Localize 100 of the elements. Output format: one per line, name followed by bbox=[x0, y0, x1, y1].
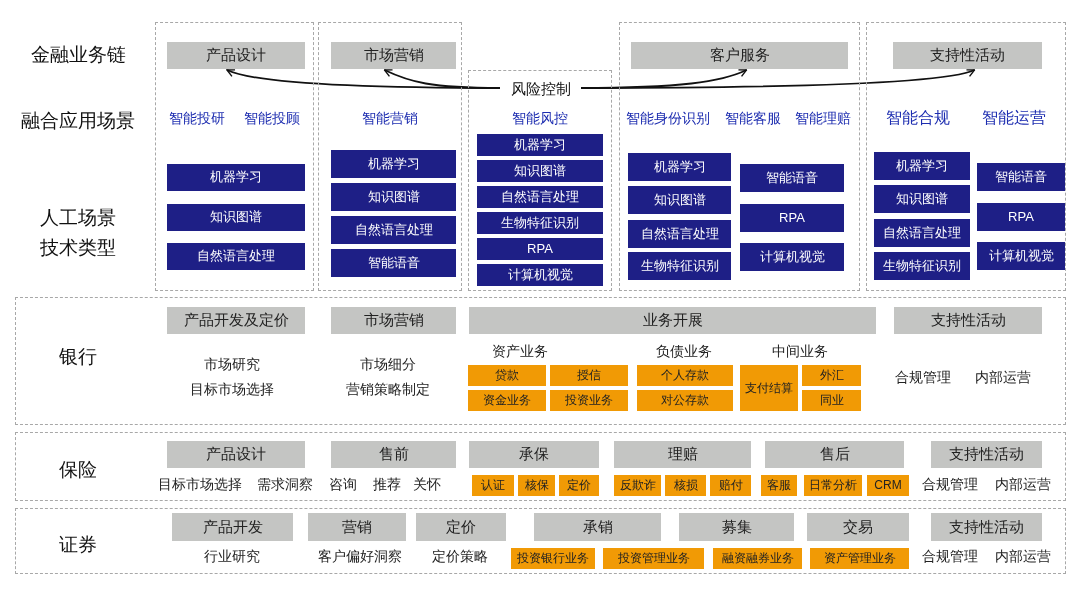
stage-box: 客户服务 bbox=[631, 42, 848, 69]
scenario-label: 智能身份识别 bbox=[626, 108, 710, 128]
item-label: 合规管理 bbox=[922, 546, 978, 566]
business-box: CRM bbox=[867, 475, 909, 496]
business-box: 贷款 bbox=[468, 365, 546, 386]
business-box: 资产管理业务 bbox=[810, 548, 909, 569]
technology-box: 机器学习 bbox=[331, 150, 456, 178]
technology-box: 智能语音 bbox=[977, 163, 1065, 191]
dashed-panel bbox=[15, 432, 1066, 501]
stage-box: 承保 bbox=[469, 441, 599, 468]
stage-box: 售前 bbox=[331, 441, 456, 468]
dashed-panel bbox=[619, 22, 860, 291]
dashed-panel bbox=[15, 508, 1066, 574]
item-label: 合规管理 bbox=[922, 474, 978, 494]
item-label: 内部运营 bbox=[995, 474, 1051, 494]
technology-box: 知识图谱 bbox=[167, 204, 305, 231]
item-label: 目标市场选择 bbox=[158, 474, 242, 494]
stage-box: 募集 bbox=[679, 513, 794, 541]
stage-box: 产品开发及定价 bbox=[167, 307, 305, 334]
dashed-panel bbox=[318, 22, 462, 291]
business-box: 投资银行业务 bbox=[511, 548, 595, 569]
stage-box: 支持性活动 bbox=[931, 513, 1042, 541]
business-box: 外汇 bbox=[802, 365, 861, 386]
business-box: 个人存款 bbox=[637, 365, 733, 386]
item-label: 资产业务 bbox=[492, 341, 548, 361]
scenario-label: 智能合规 bbox=[886, 108, 950, 129]
stage-box: 业务开展 bbox=[469, 307, 876, 334]
technology-box: 智能语音 bbox=[740, 164, 844, 192]
business-box: 核损 bbox=[665, 475, 706, 496]
technology-box: 自然语言处理 bbox=[331, 216, 456, 244]
scenario-label: 智能客服 bbox=[725, 108, 781, 128]
item-label: 市场细分 bbox=[360, 354, 416, 374]
technology-box: RPA bbox=[477, 238, 603, 260]
item-label: 定价策略 bbox=[432, 546, 488, 566]
technology-box: 机器学习 bbox=[477, 134, 603, 156]
technology-box: 自然语言处理 bbox=[477, 186, 603, 208]
technology-box: 生物特征识别 bbox=[628, 252, 731, 280]
item-label: 市场研究 bbox=[204, 354, 260, 374]
technology-box: 生物特征识别 bbox=[874, 252, 970, 280]
business-box: 对公存款 bbox=[637, 390, 733, 411]
stage-box: 支持性活动 bbox=[931, 441, 1042, 468]
stage-box: 产品开发 bbox=[172, 513, 293, 541]
business-box: 客服 bbox=[761, 475, 797, 496]
technology-box: 知识图谱 bbox=[331, 183, 456, 211]
item-label: 客户偏好洞察 bbox=[318, 546, 402, 566]
business-box: 同业 bbox=[802, 390, 861, 411]
business-box: 定价 bbox=[559, 475, 599, 496]
business-box: 认证 bbox=[472, 475, 514, 496]
technology-box: 知识图谱 bbox=[477, 160, 603, 182]
technology-box: 自然语言处理 bbox=[874, 219, 970, 247]
row-heading: 保险 bbox=[59, 457, 97, 482]
item-label: 咨询 bbox=[329, 474, 357, 494]
technology-box: 机器学习 bbox=[167, 164, 305, 191]
item-label: 目标市场选择 bbox=[190, 379, 274, 399]
technology-box: 智能语音 bbox=[331, 249, 456, 277]
dashed-panel bbox=[15, 297, 1066, 425]
stage-box: 营销 bbox=[308, 513, 406, 541]
business-box: 资金业务 bbox=[468, 390, 546, 411]
item-label: 关怀 bbox=[413, 474, 441, 494]
scenario-label: 智能风控 bbox=[512, 108, 568, 128]
curved-arrow bbox=[383, 69, 501, 89]
business-box: 核保 bbox=[518, 475, 555, 496]
business-box: 反欺诈 bbox=[614, 475, 661, 496]
business-box: 支付结算 bbox=[740, 365, 798, 411]
business-box: 融资融券业务 bbox=[713, 548, 802, 569]
row-heading: 金融业务链 bbox=[30, 42, 126, 67]
dashed-panel bbox=[468, 70, 612, 291]
stage-box: 市场营销 bbox=[331, 42, 456, 69]
row-heading: 人工场景技术类型 bbox=[39, 205, 117, 260]
scenario-label: 智能投研 bbox=[169, 108, 225, 128]
stage-box: 理赔 bbox=[614, 441, 751, 468]
technology-box: 生物特征识别 bbox=[477, 212, 603, 234]
technology-box: RPA bbox=[740, 204, 844, 232]
stage-box: 支持性活动 bbox=[893, 42, 1042, 69]
technology-box: 自然语言处理 bbox=[628, 220, 731, 248]
row-heading: 银行 bbox=[59, 344, 97, 369]
stage-box: 产品设计 bbox=[167, 42, 305, 69]
item-label: 需求洞察 bbox=[257, 474, 313, 494]
item-label: 营销策略制定 bbox=[346, 379, 430, 399]
business-box: 日常分析 bbox=[804, 475, 862, 496]
item-label: 合规管理 bbox=[895, 367, 951, 387]
row-heading: 证券 bbox=[59, 532, 97, 557]
technology-box: 自然语言处理 bbox=[167, 243, 305, 270]
item-label: 行业研究 bbox=[204, 546, 260, 566]
stage-box: 售后 bbox=[765, 441, 904, 468]
row-heading: 融合应用场景 bbox=[21, 108, 135, 133]
item-label: 内部运营 bbox=[975, 367, 1031, 387]
stage-box: 承销 bbox=[534, 513, 661, 541]
technology-box: RPA bbox=[977, 203, 1065, 231]
technology-box: 计算机视觉 bbox=[740, 243, 844, 271]
dashed-panel bbox=[866, 22, 1066, 291]
technology-box: 知识图谱 bbox=[628, 186, 731, 214]
stage-box: 定价 bbox=[416, 513, 506, 541]
item-label: 内部运营 bbox=[995, 546, 1051, 566]
scenario-label: 智能运营 bbox=[982, 108, 1046, 129]
item-label: 中间业务 bbox=[772, 341, 828, 361]
business-box: 赔付 bbox=[710, 475, 751, 496]
stage-box: 交易 bbox=[807, 513, 909, 541]
technology-box: 计算机视觉 bbox=[977, 242, 1065, 270]
stage-box: 市场营销 bbox=[331, 307, 456, 334]
